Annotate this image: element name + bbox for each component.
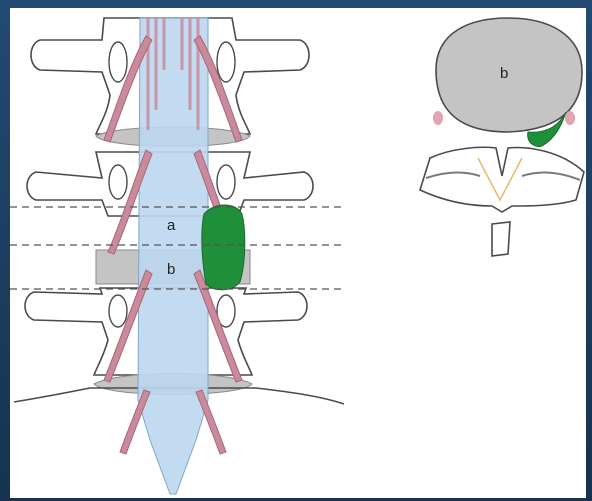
- pedicle-1-right: [217, 42, 235, 82]
- pedicle-2-left: [109, 165, 127, 199]
- pedicle-1-left: [109, 42, 127, 82]
- axial-root-left: [433, 111, 443, 125]
- disc-herniation: [202, 205, 245, 290]
- axial-label-b: b: [500, 65, 508, 82]
- coronal-view: a b: [10, 18, 346, 494]
- label-b: b: [167, 261, 175, 278]
- label-a: a: [167, 217, 176, 234]
- axial-view: b: [420, 18, 584, 256]
- axial-lamina: [420, 147, 584, 212]
- axial-disc: [436, 18, 582, 132]
- pedicle-2-right: [217, 165, 235, 199]
- axial-root-right: [565, 111, 575, 125]
- axial-spinous-process: [492, 222, 510, 256]
- pedicle-3-left: [109, 295, 127, 327]
